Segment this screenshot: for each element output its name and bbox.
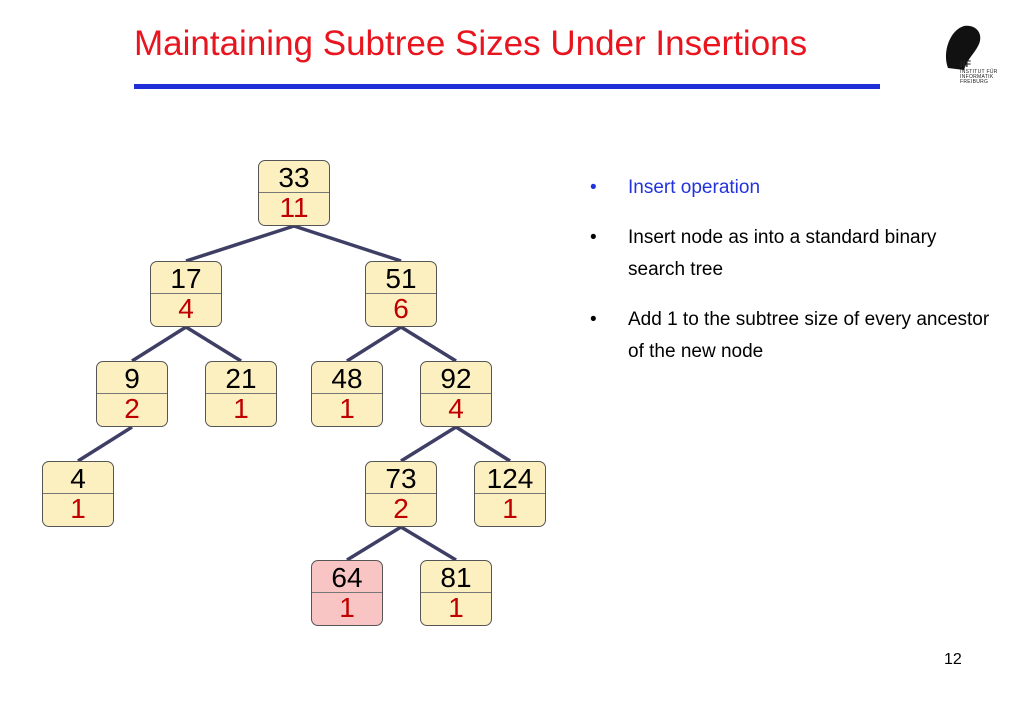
title-underline	[134, 84, 880, 89]
node-key: 33	[259, 161, 329, 193]
bullet-item: • Add 1 to the subtree size of every ance…	[590, 304, 990, 368]
bullet-list: • Insert operation • Insert node as into a …	[590, 172, 990, 386]
node-key: 73	[366, 462, 436, 494]
tree-edge-17-9	[131, 325, 187, 363]
tree-edge-33-51	[293, 224, 402, 263]
tree-edge-73-81	[400, 525, 457, 562]
bullet-item: • Insert operation	[590, 172, 990, 204]
tree-edge-92-124	[455, 425, 511, 463]
tree-edge-92-73	[400, 425, 457, 463]
bullet-dot-icon: •	[590, 309, 597, 330]
logo-line-2: INFORMATIK	[960, 74, 994, 80]
node-key: 124	[475, 462, 545, 494]
node-subtree-size: 1	[502, 493, 518, 524]
logo-line-1: INSTITUT FÜR	[960, 69, 998, 75]
bullet-item: • Insert node as into a standard binary s…	[590, 222, 990, 286]
node-subtree-size: 1	[339, 393, 355, 424]
node-key: 81	[421, 561, 491, 593]
node-subtree-size: 4	[178, 293, 194, 324]
logo-line-3: FREIBURG	[960, 79, 989, 85]
node-subtree-size: 1	[339, 592, 355, 623]
tree-edge-33-17	[185, 224, 295, 263]
node-subtree-size: 6	[393, 293, 409, 324]
tree-edge-17-21	[185, 325, 242, 363]
node-key: 92	[421, 362, 491, 394]
tree-edge-51-48	[346, 325, 402, 363]
tree-edge-9-4	[77, 425, 133, 463]
institute-logo-icon	[945, 25, 981, 70]
logo-initials: IIF	[960, 59, 972, 69]
tree-edge-73-64	[346, 525, 402, 562]
bullet-text: Add 1 to the subtree size of every ances…	[628, 309, 990, 362]
node-key: 21	[206, 362, 276, 394]
bullet-dot-icon: •	[590, 227, 597, 248]
slide-title: Maintaining Subtree Sizes Under Insertio…	[134, 24, 808, 63]
node-key: 48	[312, 362, 382, 394]
node-key: 64	[312, 561, 382, 593]
bullet-dot-icon: •	[590, 177, 597, 198]
node-subtree-size: 1	[448, 592, 464, 623]
node-key: 9	[97, 362, 167, 394]
node-subtree-size: 1	[70, 493, 86, 524]
bullet-text: Insert node as into a standard binary se…	[628, 227, 937, 280]
bullet-text: Insert operation	[628, 177, 761, 198]
node-subtree-size: 4	[448, 393, 464, 424]
node-key: 51	[366, 262, 436, 294]
node-subtree-size: 2	[124, 393, 140, 424]
node-subtree-size: 1	[233, 393, 249, 424]
node-subtree-size: 11	[279, 192, 309, 223]
tree-edge-51-92	[400, 325, 457, 363]
page-number: 12	[944, 651, 962, 668]
node-key: 17	[151, 262, 221, 294]
node-subtree-size: 2	[393, 493, 409, 524]
node-key: 4	[43, 462, 113, 494]
